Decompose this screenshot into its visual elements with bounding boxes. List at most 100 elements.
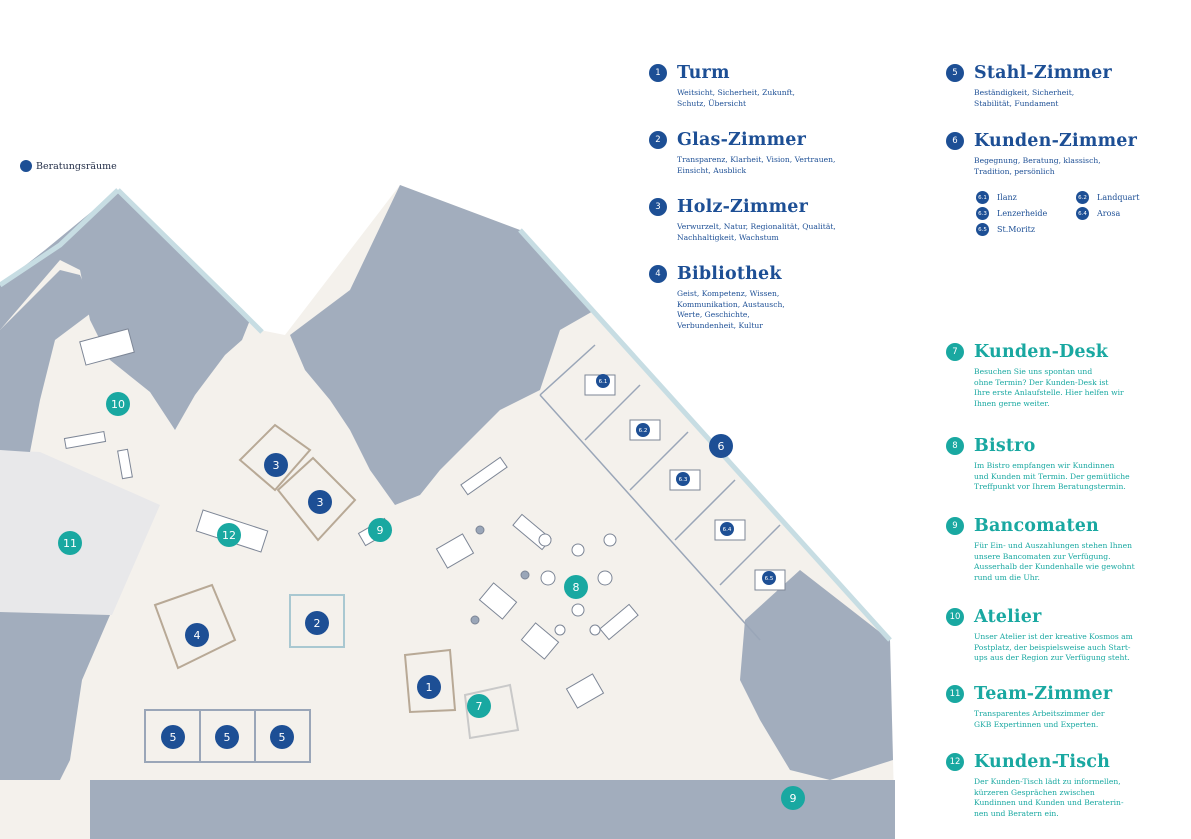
marker-circle [215,725,239,749]
marker-circle [564,575,588,599]
marker-circle [762,571,776,585]
subroom-6.1: 6.1 Ilanz [976,191,1017,204]
marker-circle [781,786,805,810]
glass-facade-left [0,188,120,288]
description-line: Postplatz, der beispielsweise auch Start… [974,642,1131,652]
legend-item-head: 9 Bancomaten [946,516,1156,536]
description-line: Werte, Geschichte, [677,310,750,320]
room-title: Kunden-Desk [974,342,1109,362]
marker-circle [368,518,392,542]
map-marker-7: 7 [467,694,491,718]
subroom-badge: 6.1 [976,191,989,204]
description-line: Treffpunkt vor Ihrem Beratungstermin. [974,482,1126,492]
marker-label: 11 [63,537,77,550]
subroom-name: St.Moritz [997,225,1036,234]
room-title: Glas-Zimmer [677,130,807,150]
marker-circle [676,472,690,486]
description-line: Ihnen gerne weiter. [974,398,1050,408]
subroom-6.4: 6.4 Arosa [1076,207,1120,220]
marker-circle [58,531,82,555]
marker-label: 4 [194,629,201,642]
marker-label: 9 [377,524,384,537]
description-line: Einsicht, Ausblick [677,165,747,175]
number-badge: 1 [649,64,667,82]
marker-label: 6.5 [765,576,774,582]
map-marker-5: 5 [161,725,185,749]
glass-facade-top [116,188,264,334]
description-line: Schutz, Übersicht [677,98,747,108]
description-line: unsere Bancomaten zur Verfügung. [974,551,1111,561]
legend-consulting-rooms: Beratungsräume [20,160,117,172]
description-line: Beständigkeit, Sicherheit, [974,88,1075,97]
room-description: Weitsicht, Sicherheit, Zukunft,Schutz, Ü… [677,88,859,109]
marker-label: 10 [111,398,125,411]
marker-label: 6.3 [679,477,688,483]
map-marker-5: 5 [215,725,239,749]
room-outlines [153,423,520,740]
wall-left-upper [0,190,250,430]
room-title: Bancomaten [974,516,1099,536]
map-marker-9: 9 [368,518,392,542]
room-description: Verwurzelt, Natur, Regionalität, Qualitä… [677,222,859,243]
subroom-name: Landquart [1097,193,1140,202]
map-marker-9: 9 [781,786,805,810]
description-line: ohne Termin? Der Kunden-Desk ist [974,377,1109,387]
bistro-chairs [470,525,617,636]
marker-circle [467,694,491,718]
marker-label: 3 [317,496,324,509]
marker-circle [106,392,130,416]
subroom-badge: 6.4 [1076,207,1089,220]
legend-dot-icon [20,160,32,172]
room-title: Stahl-Zimmer [974,63,1112,83]
description-line: Kundinnen und Kunden und Beraterin- [974,798,1124,808]
subroom-name: Lenzerheide [997,209,1048,218]
subroom-name: Ilanz [997,193,1017,202]
description-line: Geist, Kompetenz, Wissen, [677,289,780,298]
marker-label: 2 [314,617,321,630]
map-marker-3: 3 [308,490,332,514]
room-description: Transparenz, Klarheit, Vision, Vertrauen… [677,155,859,176]
description-line: Für Ein- und Auszahlungen stehen Ihnen [974,541,1132,550]
room-description: Der Kunden-Tisch lädt zu informellen,kür… [974,777,1156,819]
description-line: ups aus der Region zur Verfügung steht. [974,653,1130,663]
subroom-badge: 6.3 [976,207,989,220]
description-line: Besuchen Sie uns spontan und [974,367,1093,376]
legend-label: Beratungsräume [36,160,117,172]
map-marker-3: 3 [264,453,288,477]
description-line: Im Bistro empfangen wir Kundinnen [974,461,1115,470]
number-badge: 11 [946,685,964,703]
map-marker-5: 5 [270,725,294,749]
team-room-area [0,450,160,615]
description-line: Nachhaltigkeit, Wachstum [677,232,779,242]
marker-label: 6 [718,440,725,453]
subroom-name: Arosa [1097,209,1121,218]
marker-circle [709,434,733,458]
number-badge: 9 [946,517,964,535]
marker-circle [270,725,294,749]
map-marker-1: 1 [417,675,441,699]
number-badge: 8 [946,437,964,455]
number-badge: 10 [946,608,964,626]
description-line: Transparentes Arbeitszimmer der [974,709,1105,718]
marker-circle [308,490,332,514]
description-line: Verwurzelt, Natur, Regionalität, Qualitä… [677,222,836,231]
room-description: Beständigkeit, Sicherheit,Stabilität, Fu… [974,88,1156,109]
subroom-badge: 6.2 [1076,191,1089,204]
map-marker-6.4: 6.4 [720,522,734,536]
